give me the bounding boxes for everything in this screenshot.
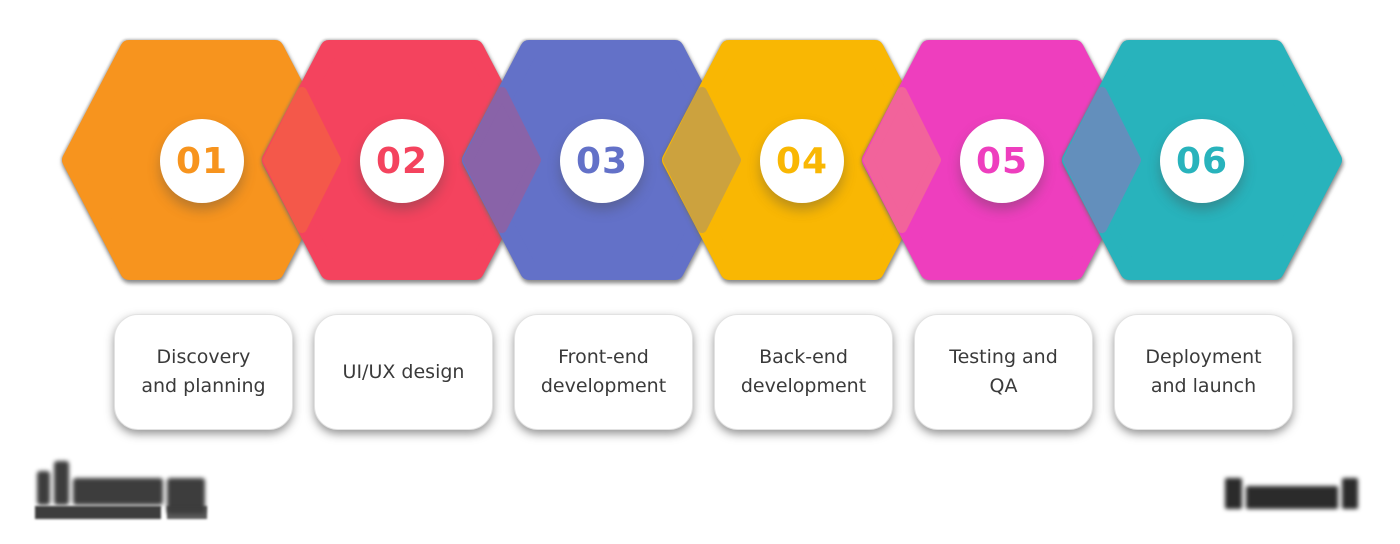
connector-diamond-2-3: [462, 86, 542, 234]
step-label: UI/UX design: [342, 360, 465, 383]
step-label-card-1: Discovery and planning: [114, 314, 293, 430]
step-number: 01: [175, 140, 229, 182]
step-6-hexagon: 06: [1062, 40, 1342, 280]
step-label: Deployment and launch: [1145, 346, 1262, 397]
watermark-logo: [35, 461, 207, 521]
step-label-card-4: Back-end development: [714, 314, 893, 430]
connector-diamond-5-6: [1062, 86, 1142, 234]
step-label: Back-end development: [740, 346, 867, 397]
step-label-card-5: Testing and QA: [914, 314, 1093, 430]
step-label: Discovery and planning: [141, 346, 266, 397]
step-label-card-6: Deployment and launch: [1114, 314, 1293, 430]
step-number-circle: 05: [960, 119, 1044, 203]
step-number-circle: 04: [760, 119, 844, 203]
step-number-circle: 01: [160, 119, 244, 203]
connector-diamond-1-2: [262, 86, 342, 234]
step-number-circle: 06: [1160, 119, 1244, 203]
step-number: 04: [775, 140, 829, 182]
step-5-hexagon: 05: [862, 40, 1142, 280]
step-4-hexagon: 04: [662, 40, 942, 280]
step-label: Front-end development: [540, 346, 667, 397]
connector-diamond-4-5: [862, 86, 942, 234]
step-label: Testing and QA: [949, 346, 1058, 397]
watermark-logo-underline: [35, 506, 207, 519]
step-3-hexagon: 03: [462, 40, 742, 280]
step-label-card-2: UI/UX design: [314, 314, 493, 430]
step-number: 06: [1175, 140, 1229, 182]
step-number: 02: [375, 140, 429, 182]
step-number: 03: [575, 140, 629, 182]
step-2-hexagon: 02: [262, 40, 542, 280]
step-number-circle: 03: [560, 119, 644, 203]
step-label-card-3: Front-end development: [514, 314, 693, 430]
connector-diamond-3-4: [662, 86, 742, 234]
step-number-circle: 02: [360, 119, 444, 203]
watermark-text: [1225, 478, 1360, 510]
step-number: 05: [975, 140, 1029, 182]
